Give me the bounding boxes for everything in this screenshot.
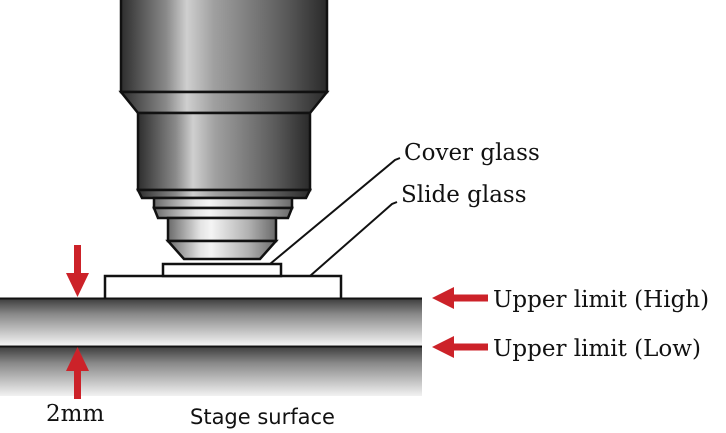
gap-arrow-down-icon xyxy=(66,245,89,297)
objective-tip-bevel xyxy=(165,239,279,261)
objective-lower-rim xyxy=(135,188,313,200)
cover-glass-leader xyxy=(269,157,401,265)
objective-light-taper xyxy=(152,206,294,220)
objective-tip xyxy=(166,216,278,243)
stage xyxy=(0,297,422,396)
upper-limit-low-arrow-icon xyxy=(432,336,488,358)
stage-band-lower xyxy=(0,346,422,396)
gap-arrow-up-icon xyxy=(66,347,89,399)
upper-limit-high-arrow-icon xyxy=(432,287,488,309)
slide-glass-label: Slide glass xyxy=(401,182,527,208)
objective-lens xyxy=(118,0,330,261)
objective-light-ring xyxy=(152,196,294,210)
gap-label: 2mm xyxy=(46,401,104,427)
cover-glass xyxy=(161,262,283,278)
stage-band-upper xyxy=(0,298,422,345)
objective-middle-barrel xyxy=(136,111,312,192)
upper-limit-high-label: Upper limit (High) xyxy=(493,287,709,313)
stage-surface-label: Stage surface xyxy=(190,405,335,429)
slide-glass xyxy=(103,274,343,301)
slide-glass-leader xyxy=(309,201,398,277)
cover-glass-label: Cover glass xyxy=(404,140,540,166)
objective-taper xyxy=(118,90,330,115)
objective-upper-barrel xyxy=(119,0,329,94)
upper-limit-low-label: Upper limit (Low) xyxy=(493,336,701,362)
